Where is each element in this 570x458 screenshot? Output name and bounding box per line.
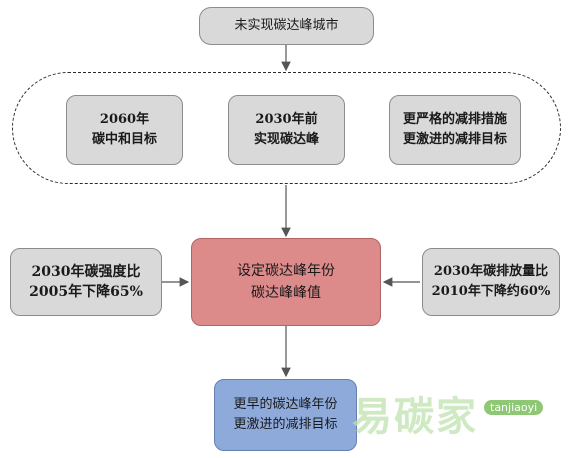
node-2030-peak: 2030年前 实现碳达峰 xyxy=(228,95,345,165)
dashed-group xyxy=(12,72,561,184)
watermark-latin: tanjiaoyi xyxy=(484,400,544,415)
node-emission-line2: 2010年下降约60% xyxy=(431,284,551,299)
node-2060-goal-line1: 2060年 xyxy=(99,112,150,127)
node-2030-peak-line2: 实现碳达峰 xyxy=(253,132,319,147)
node-center-peak: 设定碳达峰年份 碳达峰峰值 xyxy=(191,238,381,326)
node-stricter-measures: 更严格的减排措施 更激进的减排目标 xyxy=(389,95,521,165)
watermark-logo: 易碳家 tanjiaoyi xyxy=(352,380,562,450)
node-center-line2: 碳达峰峰值 xyxy=(251,285,321,301)
node-2060-goal-line2: 碳中和目标 xyxy=(91,132,157,147)
node-2060-goal: 2060年 碳中和目标 xyxy=(66,95,183,165)
node-bottom-line2: 更激进的减排目标 xyxy=(233,417,338,432)
node-bottom-target: 更早的碳达峰年份 更激进的减排目标 xyxy=(214,379,357,451)
node-top-label: 未实现碳达峰城市 xyxy=(234,18,339,33)
node-bottom-line1: 更早的碳达峰年份 xyxy=(233,397,338,412)
watermark-chinese: 易碳家 xyxy=(352,394,478,440)
node-emission-reduction: 2030年碳排放量比 2010年下降约60% xyxy=(422,248,560,316)
node-center-line1: 设定碳达峰年份 xyxy=(237,263,335,279)
node-2030-peak-line1: 2030年前 xyxy=(255,112,318,127)
node-intensity-line1: 2030年碳强度比 xyxy=(31,264,141,280)
node-emission-line1: 2030年碳排放量比 xyxy=(433,264,549,279)
node-intensity-line2: 2005年下降65% xyxy=(29,284,143,300)
node-carbon-intensity: 2030年碳强度比 2005年下降65% xyxy=(10,248,162,316)
node-stricter-line1: 更严格的减排措施 xyxy=(402,112,507,127)
node-stricter-line2: 更激进的减排目标 xyxy=(402,132,507,147)
node-top: 未实现碳达峰城市 xyxy=(199,7,374,45)
